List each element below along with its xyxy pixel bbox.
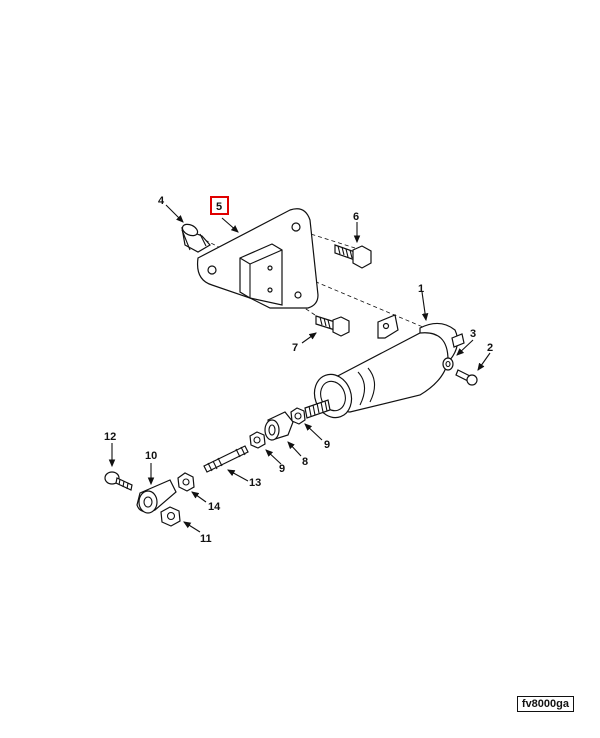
- bolt-7: [315, 315, 350, 337]
- screw-12: [104, 471, 133, 491]
- nut-14: [177, 472, 195, 492]
- callout-label: 2: [487, 342, 493, 354]
- callout-label: 9: [324, 439, 330, 451]
- spacer-bushing: [181, 223, 211, 253]
- threaded-rod-13: [203, 445, 249, 473]
- nut-9-lower: [249, 431, 266, 449]
- screw-2: [455, 369, 478, 386]
- callout-label: 7: [292, 342, 298, 354]
- solenoid: [313, 314, 465, 419]
- callout-label: 8: [302, 456, 308, 468]
- bolt-6: [334, 244, 372, 269]
- callout-label: 12: [104, 431, 116, 443]
- callout-label: 14: [208, 501, 221, 513]
- callout-labels: 1 2 3 4 5 6 7 8 9 9 10 11 12 13 14: [104, 195, 493, 545]
- callout-label: 6: [353, 211, 359, 223]
- plunger-shaft: [304, 399, 331, 419]
- coupling-8: [264, 411, 294, 441]
- callout-5-highlight: [210, 196, 229, 215]
- callout-label: 1: [418, 283, 424, 295]
- callout-label: 4: [158, 195, 165, 207]
- mounting-bracket: [196, 208, 319, 309]
- callout-label: 5: [216, 201, 222, 213]
- callout-label: 3: [470, 328, 476, 340]
- callout-label: 9: [279, 463, 285, 475]
- washer-3: [442, 357, 454, 371]
- callout-label: 10: [145, 450, 157, 462]
- nut-11: [160, 506, 181, 527]
- callout-label: 13: [249, 477, 261, 489]
- leader-lines: [108, 204, 491, 533]
- figure-reference-code: fv8000ga: [516, 696, 574, 712]
- callout-label: 11: [200, 533, 212, 545]
- rod-end-10: [136, 479, 177, 514]
